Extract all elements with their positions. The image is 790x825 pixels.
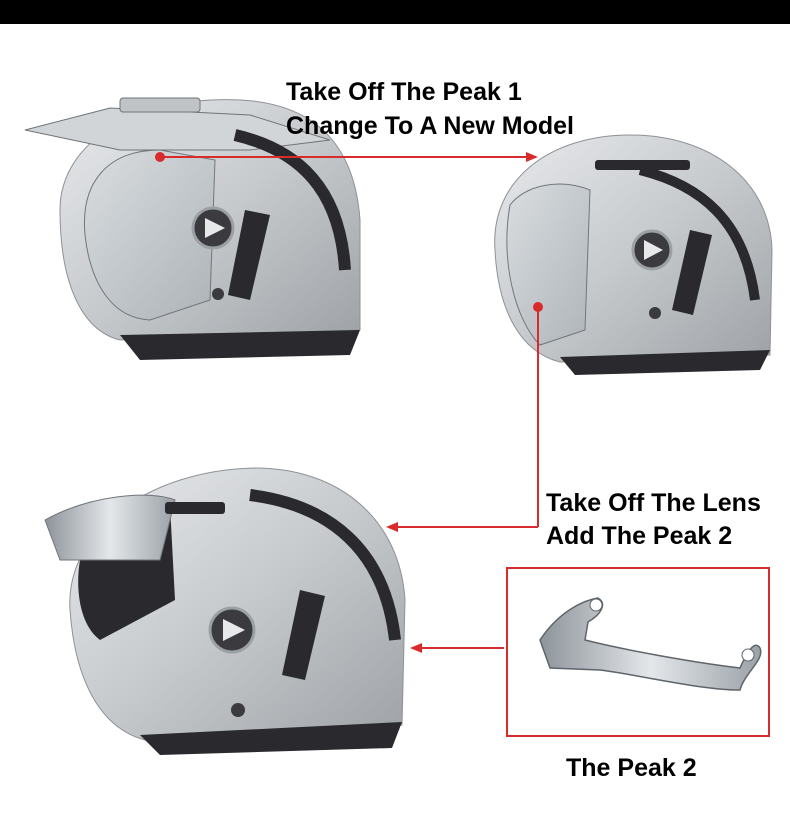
label-add-peak2: Add The Peak 2	[546, 522, 733, 550]
label-take-off-peak1: Take Off The Peak 1	[286, 78, 522, 106]
peak2-part	[539, 597, 762, 691]
arrow-peak1-to-new-model	[155, 152, 538, 162]
caption-peak2: The Peak 2	[566, 754, 697, 782]
peak2-highlight-box	[506, 567, 770, 737]
arrow-head-icon	[410, 643, 422, 653]
arrow-lens-to-peak2-helmet	[386, 302, 543, 532]
arrow-head-icon	[526, 152, 538, 162]
top-black-bar	[0, 0, 790, 24]
label-take-off-lens: Take Off The Lens	[546, 489, 761, 517]
helmet-new-model-with-lens	[494, 134, 773, 375]
label-change-new-model: Change To A New Model	[286, 112, 574, 140]
helmet-with-peak1-and-lens	[24, 97, 361, 360]
arrow-peak2-to-helmet	[410, 643, 504, 653]
helmet-with-peak2	[44, 467, 406, 755]
arrow-head-icon	[386, 522, 398, 532]
